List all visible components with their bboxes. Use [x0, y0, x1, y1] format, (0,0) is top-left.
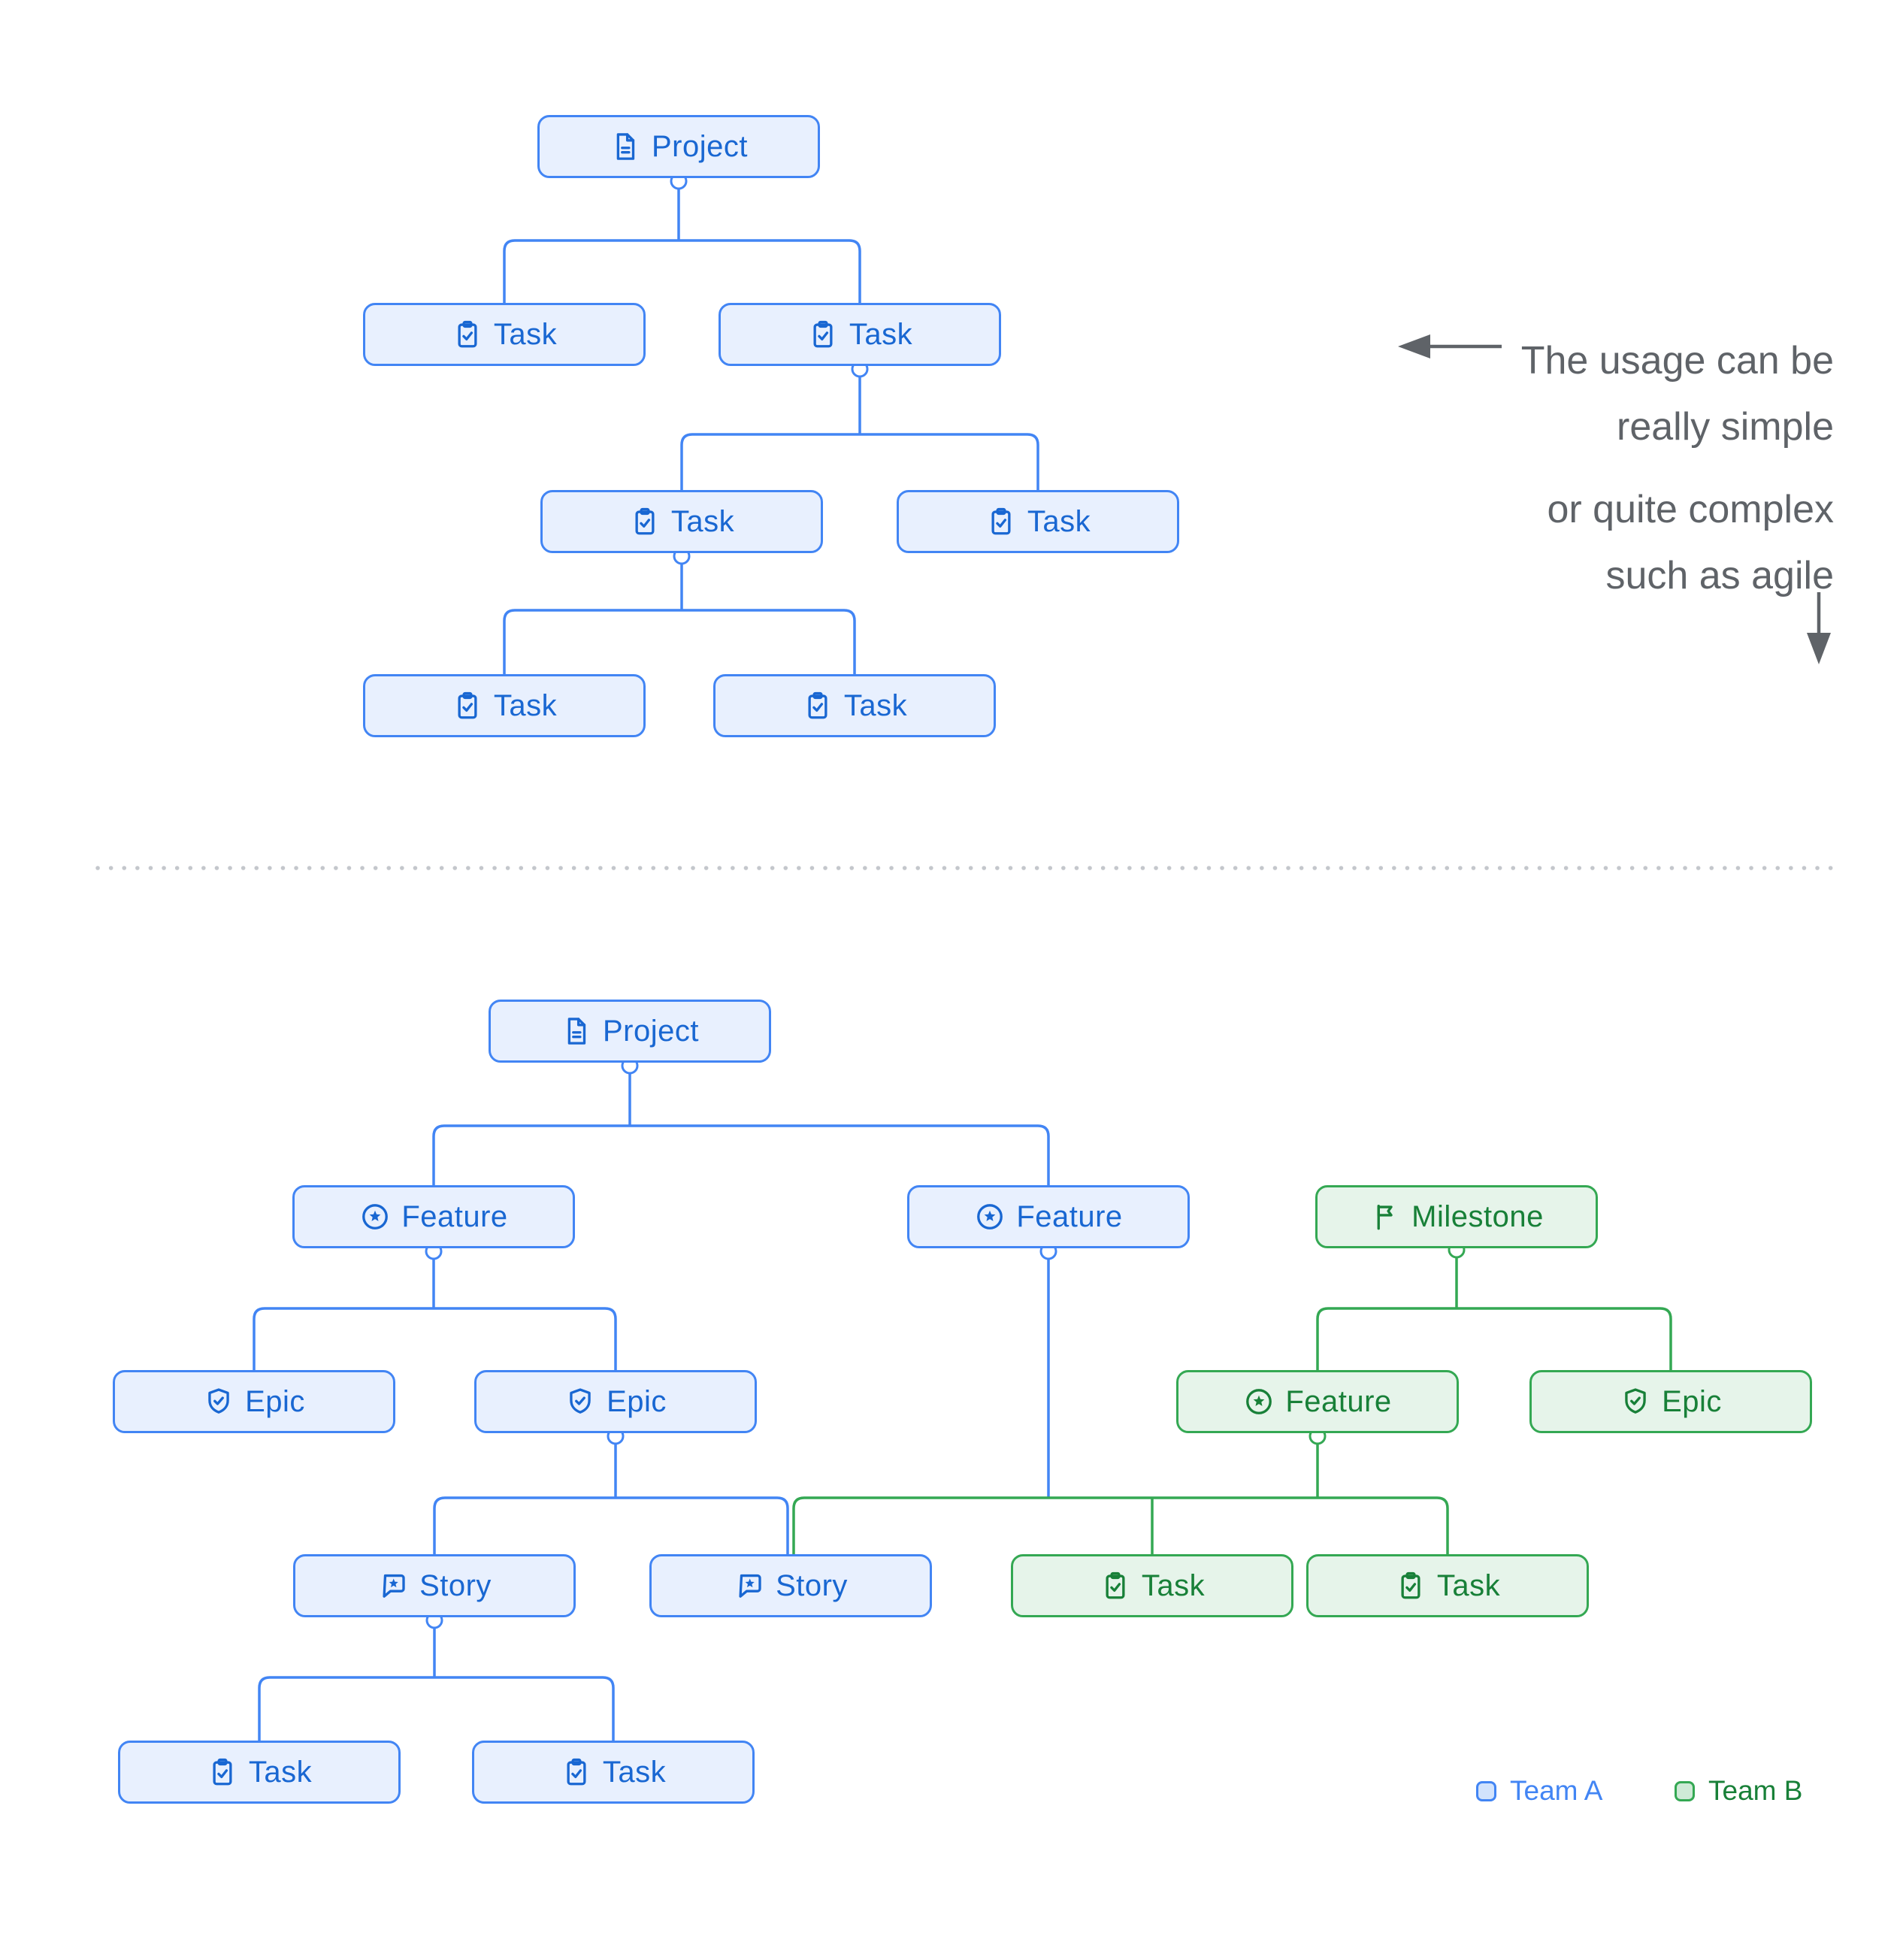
complex-epic-node-a1: Epic	[113, 1370, 395, 1433]
simple-tree-connectors	[503, 181, 1039, 674]
milestone-flag-icon	[1369, 1201, 1401, 1233]
complex-feature-node-a2: Feature	[907, 1185, 1190, 1248]
legend-team-b: Team B	[1675, 1775, 1802, 1807]
node-label: Task	[1027, 504, 1091, 538]
node-label: Feature	[1016, 1199, 1123, 1233]
complex-task-node-a2: Task	[472, 1741, 755, 1804]
node-label: Task	[493, 688, 558, 722]
complex-milestone-node: Milestone	[1315, 1185, 1598, 1248]
feature-star-icon	[359, 1201, 391, 1233]
complex-story-node-1: Story	[293, 1554, 576, 1617]
legend-label: Team B	[1708, 1775, 1803, 1806]
legend-label: Team A	[1510, 1775, 1603, 1806]
node-label: Task	[670, 504, 735, 538]
task-check-icon	[985, 506, 1017, 537]
node-label: Task	[248, 1755, 313, 1789]
story-bubble-star-icon	[377, 1570, 409, 1602]
feature-star-icon	[1243, 1386, 1275, 1417]
complex-task-node-a1: Task	[118, 1741, 401, 1804]
simple-task-node-1: Task	[363, 303, 646, 366]
complex-epic-node-b: Epic	[1529, 1370, 1812, 1433]
annotation-line: The usage can be	[1520, 339, 1834, 383]
task-check-icon	[629, 506, 661, 537]
simple-task-node-3: Task	[540, 490, 823, 553]
node-label: Task	[1436, 1568, 1501, 1602]
epic-shield-icon	[1620, 1386, 1651, 1417]
task-check-icon	[807, 319, 839, 350]
task-check-icon	[561, 1756, 592, 1788]
story-bubble-star-icon	[734, 1570, 765, 1602]
annotation-line: such as agile	[1605, 554, 1834, 597]
simple-task-node-5: Task	[363, 674, 646, 737]
task-check-icon	[1395, 1570, 1426, 1602]
down-arrow-head	[1807, 633, 1831, 664]
task-check-icon	[452, 319, 483, 350]
document-icon	[561, 1015, 592, 1047]
annotation-simple: The usage can be really simple	[1308, 328, 1834, 460]
complex-feature-node-a1: Feature	[292, 1185, 575, 1248]
epic-shield-icon	[203, 1386, 234, 1417]
node-label: Task	[493, 317, 558, 351]
node-label: Task	[849, 317, 913, 351]
node-label: Milestone	[1411, 1199, 1544, 1233]
simple-task-node-6: Task	[713, 674, 996, 737]
complex-task-node-b1: Task	[1011, 1554, 1293, 1617]
annotation-complex: or quite complex such as agile	[1308, 476, 1834, 609]
annotation-line: really simple	[1617, 405, 1834, 449]
team-b-swatch	[1675, 1780, 1695, 1801]
node-label: Task	[602, 1755, 667, 1789]
node-label: Story	[776, 1568, 848, 1602]
node-label: Feature	[1285, 1384, 1392, 1418]
complex-epic-node-a2: Epic	[474, 1370, 757, 1433]
node-label: Task	[843, 688, 908, 722]
node-label: Feature	[401, 1199, 508, 1233]
complex-story-node-2: Story	[649, 1554, 932, 1617]
team-a-swatch	[1476, 1780, 1496, 1801]
simple-task-node-4: Task	[897, 490, 1179, 553]
simple-task-node-2: Task	[719, 303, 1001, 366]
complex-project-node: Project	[489, 1000, 771, 1063]
task-check-icon	[1100, 1570, 1131, 1602]
feature-star-icon	[974, 1201, 1006, 1233]
node-label: Story	[419, 1568, 492, 1602]
node-label: Project	[603, 1014, 699, 1048]
document-icon	[610, 131, 641, 162]
task-check-icon	[802, 690, 834, 721]
annotation-line: or quite complex	[1547, 488, 1834, 531]
complex-task-node-b2: Task	[1306, 1554, 1589, 1617]
legend-team-a: Team A	[1476, 1775, 1602, 1807]
epic-shield-icon	[564, 1386, 596, 1417]
task-check-icon	[207, 1756, 238, 1788]
task-check-icon	[452, 690, 483, 721]
node-label: Epic	[245, 1384, 305, 1418]
node-label: Task	[1141, 1568, 1206, 1602]
node-label: Project	[652, 129, 748, 163]
node-label: Epic	[607, 1384, 667, 1418]
complex-feature-node-b: Feature	[1176, 1370, 1459, 1433]
node-label: Epic	[1662, 1384, 1722, 1418]
simple-project-node: Project	[537, 115, 820, 178]
